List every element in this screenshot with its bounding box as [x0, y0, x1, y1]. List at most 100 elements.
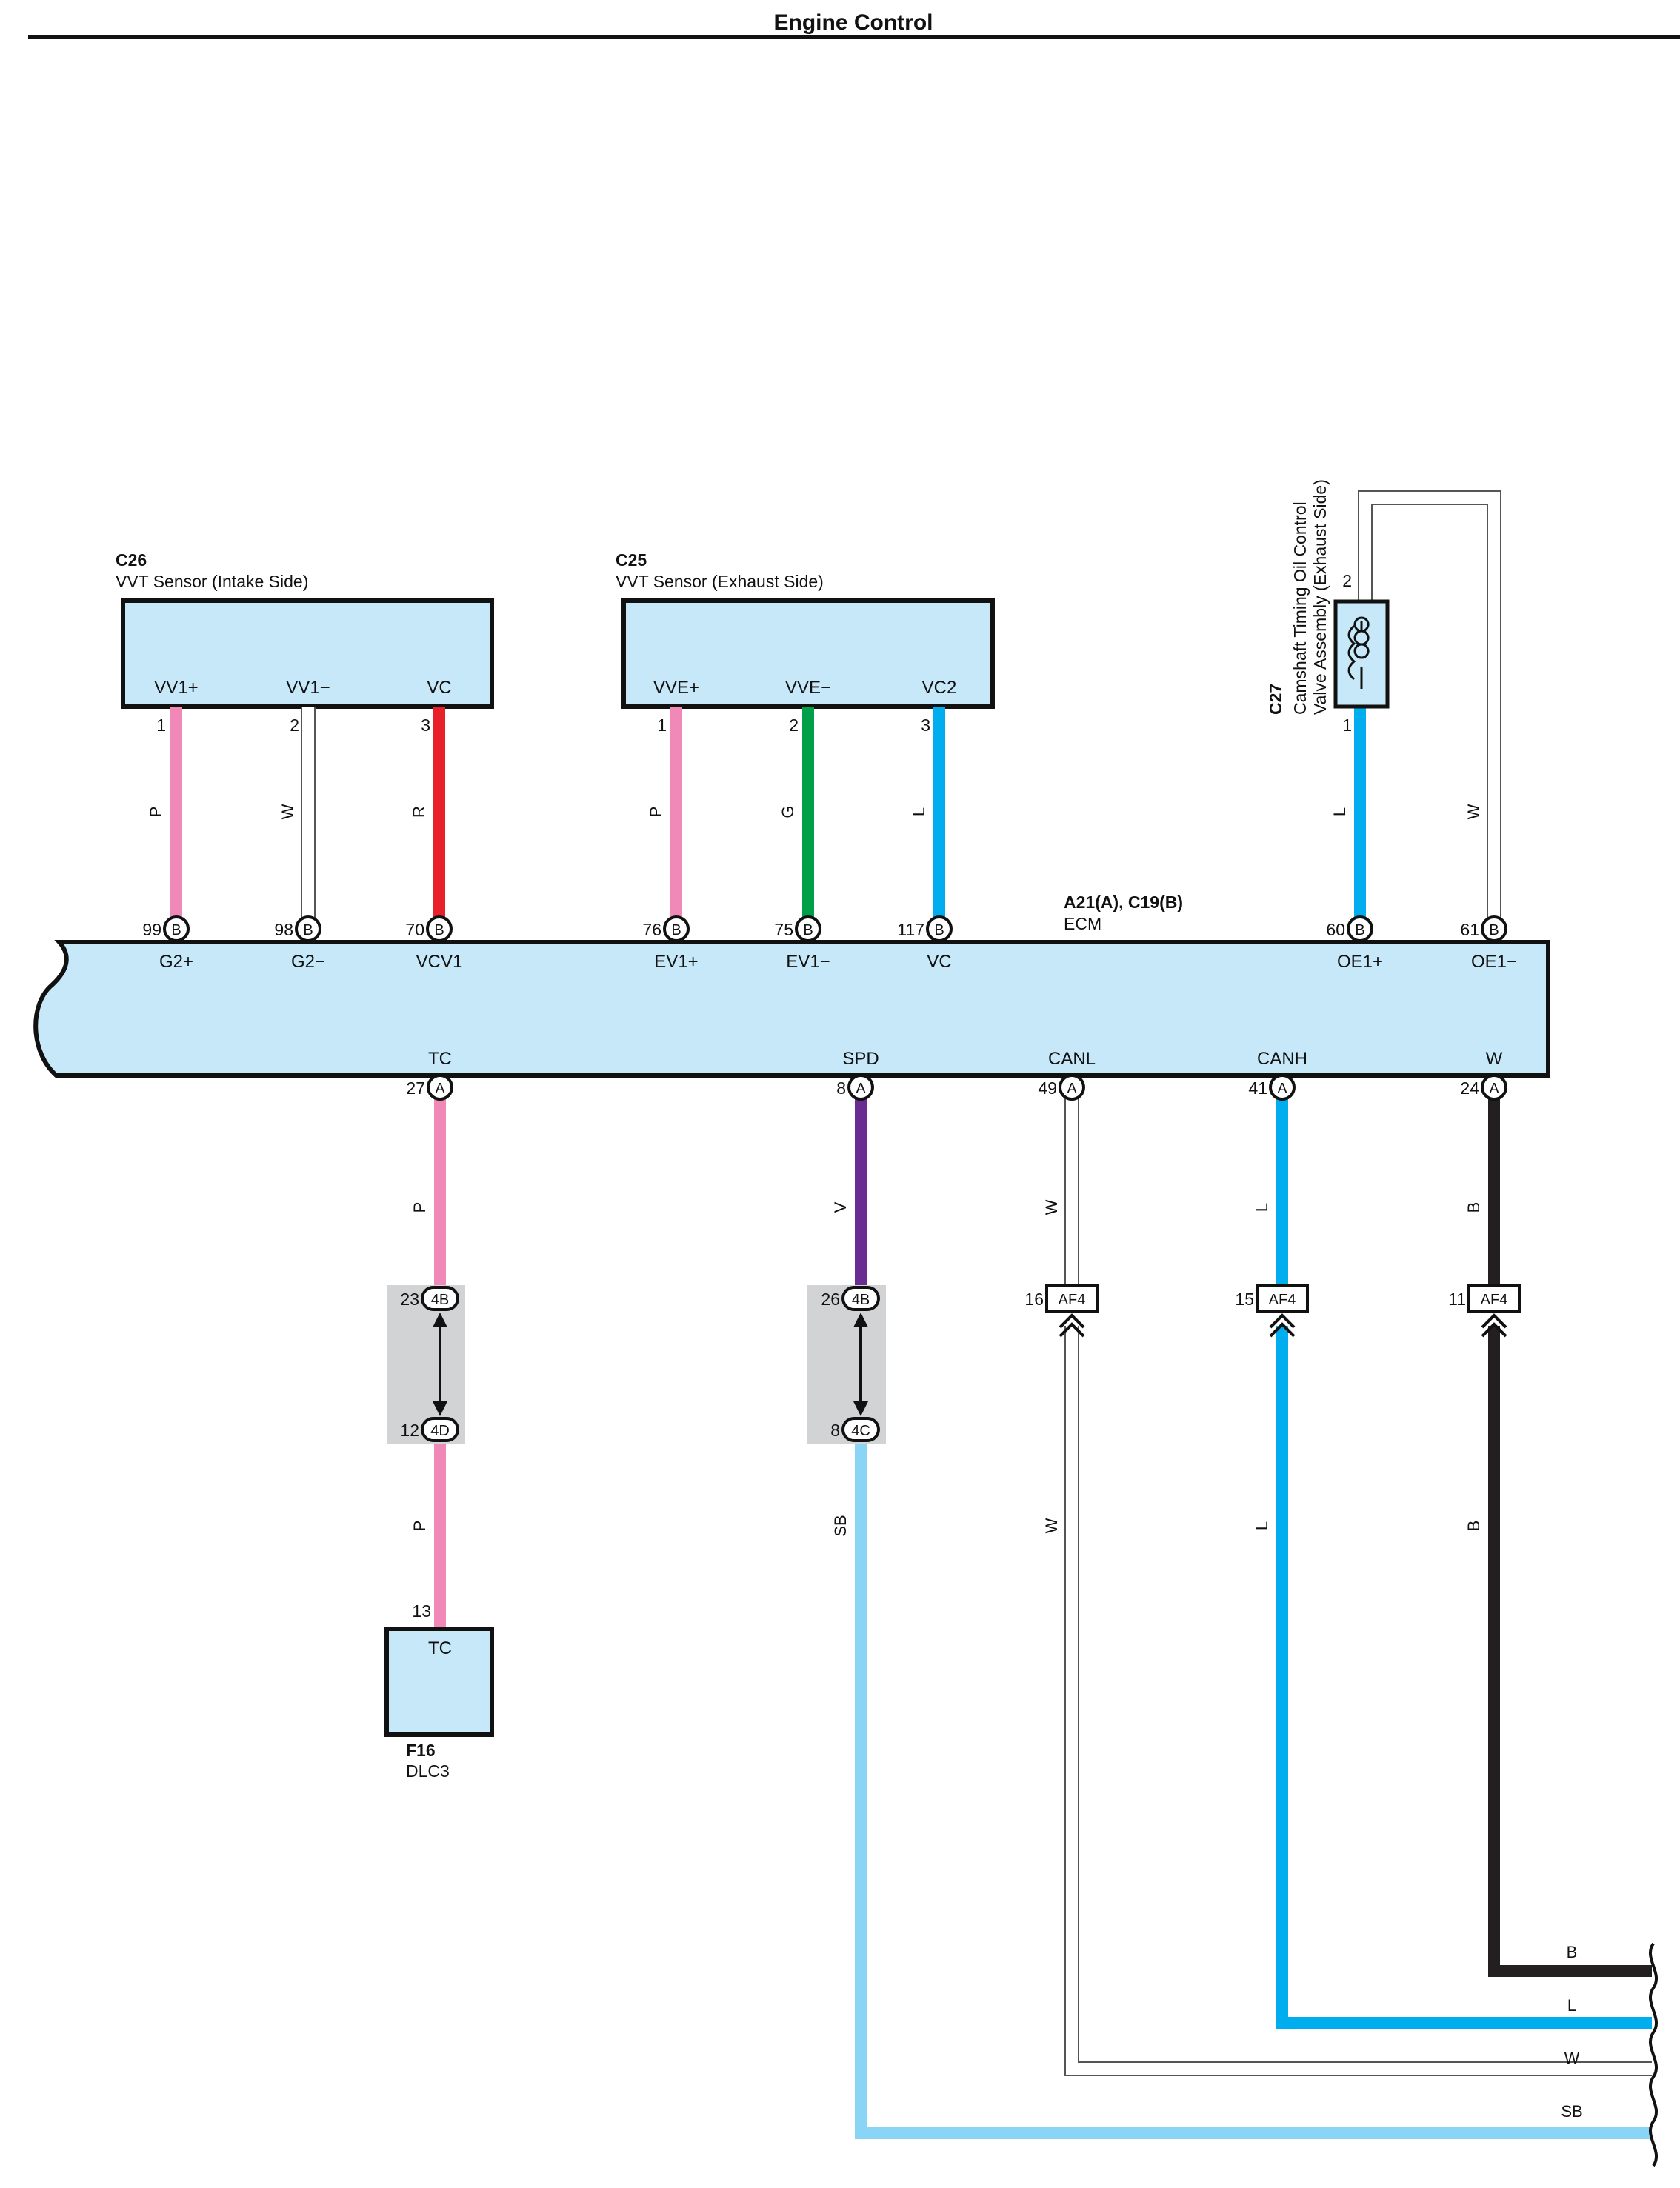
junction-spd-bottom-tag — [841, 1417, 880, 1442]
wire-label-oe1m: W — [1464, 804, 1483, 819]
c27-code: C27 — [1266, 684, 1285, 715]
junction-spd-bottom-num: 8 — [830, 1421, 840, 1440]
wire-label-w-lower: B — [1464, 1521, 1483, 1532]
wire-canl-lower — [1066, 1326, 1652, 2075]
ecm-name: ECM — [1064, 914, 1101, 933]
wire-label-vvep: P — [647, 807, 665, 818]
ecm-top-term-5: VC — [927, 952, 951, 972]
page-title: Engine Control — [774, 10, 933, 35]
ecm-top-pin-2-letter: B — [434, 922, 444, 938]
coil-icon — [1353, 616, 1370, 689]
splice-canl-chevron-icon — [1059, 1313, 1085, 1338]
c25-pin-2: 2 — [789, 716, 799, 735]
splice-canh-label: AF4 — [1269, 1292, 1296, 1308]
wire-oe1m — [1359, 492, 1500, 927]
ecm-top-pin-4-num: 75 — [774, 920, 793, 939]
wire-oe1m-outline — [1358, 490, 1501, 927]
ecm-box — [33, 940, 1550, 1078]
ecm-bottom-pin-0-num: 27 — [406, 1078, 425, 1098]
ecm-bottom-term-3: CANH — [1257, 1049, 1307, 1069]
c25-term-vc2: VC2 — [922, 678, 957, 698]
wire-label-vc: R — [410, 806, 428, 818]
header-rule — [28, 35, 1680, 39]
wire-label-w-upper: B — [1464, 1202, 1483, 1213]
wire-label-oe1p: L — [1330, 807, 1349, 816]
c25-term-vvem: VVE− — [785, 678, 831, 698]
ecm-top-pin-1-circle — [295, 915, 321, 942]
splice-canh-box — [1256, 1284, 1309, 1313]
c27-pin-1: 1 — [1342, 716, 1352, 735]
ecm-bottom-term-0: TC — [428, 1049, 452, 1069]
exit-label-w: W — [1564, 2049, 1580, 2067]
wire-w-lower — [1488, 1326, 1652, 1977]
ecm-top-pin-5-num: 117 — [897, 920, 924, 939]
c25-term-vvep: VVE+ — [653, 678, 699, 698]
f16-box — [384, 1627, 494, 1737]
ecm-top-pin-7-circle — [1481, 915, 1507, 942]
f16-term-tc: TC — [428, 1638, 452, 1658]
ecm-top-pin-3-circle — [663, 915, 690, 942]
junction-spd-bottom-label: 4C — [851, 1423, 870, 1439]
splice-w-chevron-icon — [1481, 1313, 1507, 1338]
ecm-bottom-pin-2-num: 49 — [1038, 1078, 1057, 1098]
junction-tc-arrow-up-icon — [433, 1313, 447, 1327]
wire-canh-lower — [1276, 1326, 1652, 2029]
ecm-top-term-6: OE1+ — [1337, 952, 1383, 972]
wire-label-canh-upper: L — [1253, 1203, 1271, 1212]
ecm-bottom-pin-4-circle — [1481, 1074, 1507, 1101]
c26-name: VVT Sensor (Intake Side) — [116, 572, 308, 591]
wire-label-vc2: L — [910, 807, 928, 816]
ecm-top-pin-5-circle — [926, 915, 953, 942]
splice-canl-label: AF4 — [1059, 1292, 1086, 1308]
junction-spd-top-tag — [841, 1286, 880, 1311]
c26-term-vv1p: VV1+ — [154, 678, 198, 698]
junction-tc-top-tag — [421, 1286, 459, 1311]
ecm-top-pin-0-num: 99 — [142, 920, 161, 939]
junction-spd-arrow-down-icon — [853, 1401, 868, 1416]
ecm-bottom-pin-3-circle — [1269, 1074, 1296, 1101]
exit-label-l: L — [1567, 1996, 1576, 2015]
ecm-top-pin-4-circle — [795, 915, 821, 942]
junction-spd-top-num: 26 — [821, 1290, 840, 1309]
c25-name: VVT Sensor (Exhaust Side) — [616, 572, 824, 591]
ecm-top-pin-2-num: 70 — [405, 920, 424, 939]
ecm-top-pin-6-num: 60 — [1326, 920, 1345, 939]
c26-pin-3: 3 — [421, 716, 430, 735]
ecm-bottom-pin-3-letter: A — [1277, 1081, 1287, 1097]
ecm-top-term-0: G2+ — [159, 952, 193, 972]
coil-winding-icon — [1347, 624, 1356, 681]
wire-label-tc-lower: P — [410, 1521, 429, 1532]
junction-tc-bottom-num: 12 — [400, 1421, 419, 1440]
ecm-bottom-term-2: CANL — [1048, 1049, 1096, 1069]
c25-pin-3: 3 — [921, 716, 930, 735]
wire-spd-lower — [855, 1430, 1652, 2139]
junction-tc-bottom-tag — [421, 1417, 459, 1442]
splice-w-label: AF4 — [1481, 1292, 1508, 1308]
junction-spd-top-label: 4B — [852, 1292, 870, 1308]
ecm-top-pin-0-circle — [163, 915, 190, 942]
ecm-bottom-term-1: SPD — [842, 1049, 879, 1069]
ecm-top-pin-3-num: 76 — [642, 920, 661, 939]
ecm-top-pin-1-letter: B — [303, 922, 313, 938]
wire-label-canl-upper: W — [1042, 1199, 1061, 1215]
ecm-top-term-3: EV1+ — [654, 952, 698, 972]
c27-name-line1: Camshaft Timing Oil Control — [1290, 501, 1310, 715]
wire-label-tc-upper: P — [410, 1202, 429, 1213]
c26-term-vc: VC — [427, 678, 451, 698]
ecm-top-term-4: EV1− — [786, 952, 830, 972]
ecm-top-pin-7-letter: B — [1489, 922, 1499, 938]
c26-pin-2: 2 — [290, 716, 299, 735]
wire-label-canh-lower: L — [1253, 1521, 1271, 1530]
c26-pin-1: 1 — [156, 716, 166, 735]
wire-label-vvem: G — [779, 805, 797, 818]
junction-spd-arrow-up-icon — [853, 1313, 868, 1327]
c25-code: C25 — [616, 550, 647, 570]
wire-break-icon — [1648, 1942, 1659, 2167]
c26-box — [121, 598, 494, 709]
ecm-bottom-term-4: W — [1486, 1049, 1503, 1069]
ecm-top-term-1: G2− — [291, 952, 325, 972]
c27-label: C27 — [1266, 684, 1285, 715]
